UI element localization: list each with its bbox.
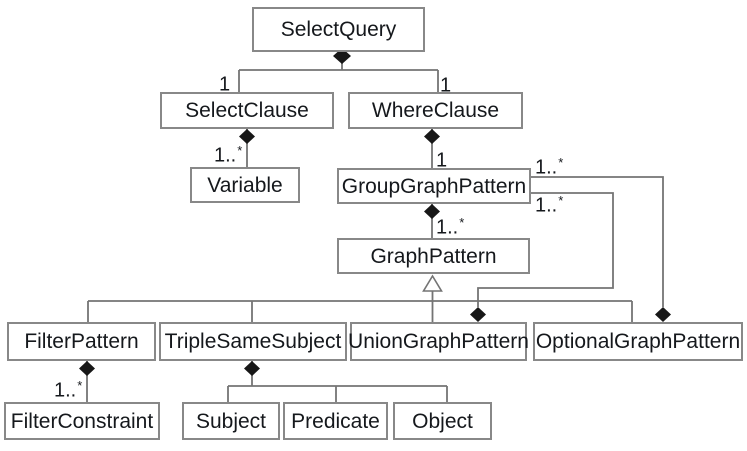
class-name: Variable bbox=[207, 173, 283, 197]
class-name: UnionGraphPattern bbox=[348, 330, 529, 353]
composition-line-groupgraphpattern-optionalgraphpattern bbox=[531, 176, 664, 307]
multiplicity-value: 1 bbox=[436, 149, 448, 172]
multiplicity-value: 1.. bbox=[436, 216, 459, 239]
class-box-optionalgraphpattern: OptionalGraphPattern bbox=[533, 322, 743, 361]
composition-line-triplesamesubject-children bbox=[227, 361, 448, 402]
class-name: OptionalGraphPattern bbox=[535, 330, 741, 353]
multiplicity-selectclause: 1 bbox=[219, 72, 230, 95]
class-box-object: Object bbox=[393, 402, 492, 440]
composition-diamond-optionalgraphpattern bbox=[655, 307, 671, 322]
class-box-uniongraphpattern: UnionGraphPattern bbox=[348, 322, 529, 361]
class-box-subject: Subject bbox=[182, 402, 280, 440]
class-box-triplesamesubject: TripleSameSubject bbox=[159, 322, 347, 361]
class-box-variable: Variable bbox=[190, 167, 300, 203]
class-box-selectclause: SelectClause bbox=[160, 92, 334, 129]
composition-diamond-filterpattern bbox=[79, 361, 95, 376]
class-name: WhereClause bbox=[371, 99, 500, 122]
multiplicity-variable: 1..* bbox=[214, 143, 243, 167]
class-name: FilterConstraint bbox=[10, 409, 154, 433]
class-box-filterpattern: FilterPattern bbox=[7, 322, 156, 361]
class-name: GraphPattern bbox=[370, 244, 497, 268]
multiplicity-star: * bbox=[558, 193, 564, 208]
multiplicity-graphpattern: 1..* bbox=[436, 215, 465, 239]
class-box-whereclause: WhereClause bbox=[348, 92, 523, 129]
multiplicity-groupgraphpattern: 1 bbox=[436, 148, 447, 171]
multiplicity-value: 1.. bbox=[54, 379, 77, 402]
multiplicity-star: * bbox=[459, 215, 465, 230]
class-box-selectquery: SelectQuery bbox=[252, 7, 425, 52]
multiplicity-value: 1.. bbox=[535, 156, 558, 179]
class-name: SelectQuery bbox=[280, 18, 397, 41]
composition-diamond-groupgraphpattern bbox=[424, 204, 440, 219]
class-box-filterconstraint: FilterConstraint bbox=[4, 402, 160, 440]
class-name: Subject bbox=[195, 409, 267, 433]
class-name: GroupGraphPattern bbox=[341, 174, 527, 198]
class-box-predicate: Predicate bbox=[283, 402, 388, 440]
composition-diamond-whereclause bbox=[424, 129, 440, 144]
multiplicity-value: 1.. bbox=[214, 144, 237, 167]
multiplicity-optionalgraphpattern: 1..* bbox=[535, 155, 564, 179]
class-name: TripleSameSubject bbox=[164, 330, 342, 353]
class-name: Predicate bbox=[291, 409, 380, 433]
generalization-triangle-icon bbox=[422, 274, 443, 292]
composition-line-groupgraphpattern-uniongraphpattern bbox=[477, 192, 614, 307]
generalization-line-graphpattern-subclasses bbox=[87, 291, 633, 322]
composition-diamond-selectclause bbox=[239, 129, 255, 144]
class-name: SelectClause bbox=[185, 99, 309, 122]
composition-diamond-uniongraphpattern bbox=[470, 307, 486, 322]
class-name: Object bbox=[412, 409, 473, 433]
multiplicity-star: * bbox=[77, 378, 83, 393]
multiplicity-whereclause: 1 bbox=[440, 73, 451, 96]
multiplicity-value: 1 bbox=[219, 73, 231, 96]
multiplicity-value: 1.. bbox=[535, 194, 558, 217]
multiplicity-value: 1 bbox=[440, 74, 452, 97]
multiplicity-star: * bbox=[558, 155, 564, 170]
multiplicity-filterconstraint: 1..* bbox=[54, 378, 83, 402]
multiplicity-star: * bbox=[237, 143, 243, 158]
multiplicity-uniongraphpattern: 1..* bbox=[535, 193, 564, 217]
class-box-groupgraphpattern: GroupGraphPattern bbox=[337, 168, 531, 204]
class-name: FilterPattern bbox=[24, 330, 139, 353]
composition-diamond-selectquery bbox=[333, 48, 351, 64]
class-box-graphpattern: GraphPattern bbox=[337, 238, 530, 274]
composition-diamond-triplesamesubject bbox=[244, 361, 260, 376]
